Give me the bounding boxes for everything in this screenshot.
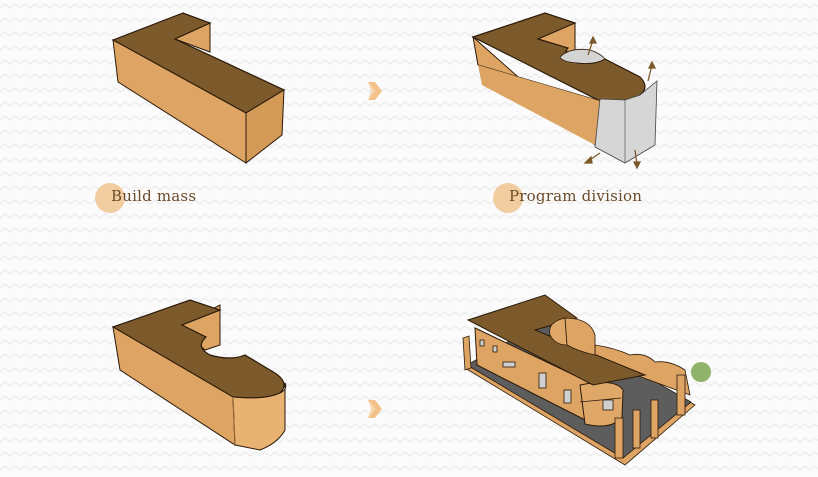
carved-mass-volume <box>111 299 287 451</box>
chevron-right-icon <box>368 82 382 100</box>
label-dot <box>95 183 125 213</box>
label-build-mass: Build mass <box>95 183 235 213</box>
label-dot <box>493 183 523 213</box>
label-text: Program division <box>509 187 643 205</box>
build-mass-volume <box>111 12 286 165</box>
final-building-model <box>462 294 711 466</box>
label-text: Build mass <box>111 187 197 205</box>
label-program-division: Program division <box>493 183 663 213</box>
program-division-volume <box>471 12 658 170</box>
chevron-right-icon <box>368 400 382 418</box>
tree <box>691 362 711 382</box>
